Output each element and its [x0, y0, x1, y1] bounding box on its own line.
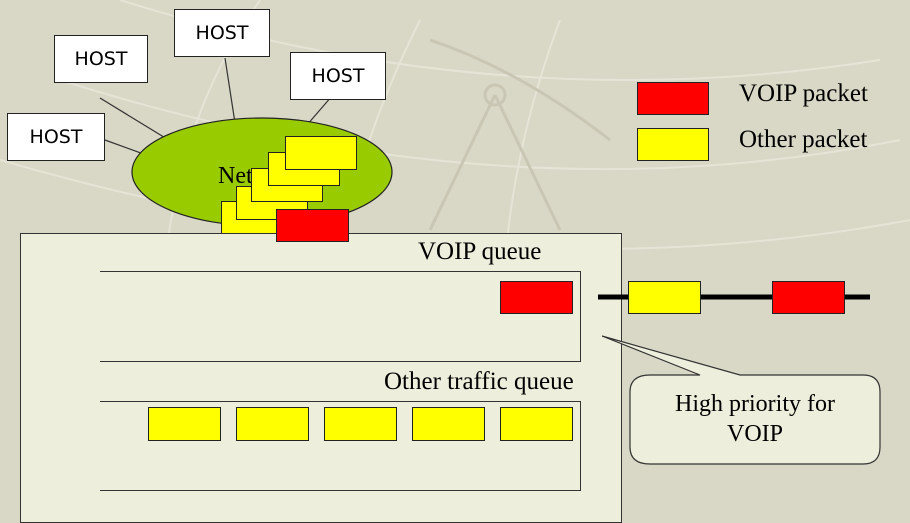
legend-voip-label: VOIP packet	[739, 80, 868, 107]
other-queue-packet	[236, 407, 309, 441]
stacked-other-packet	[285, 136, 357, 170]
legend-voip-swatch	[637, 82, 709, 115]
legend-other-label: Other packet	[739, 126, 868, 153]
other-queue-packet	[412, 407, 485, 441]
callout-line-2: VOIP	[726, 421, 783, 447]
other-traffic-queue	[100, 401, 581, 491]
other-queue-packet	[324, 407, 397, 441]
host-box: HOST	[7, 113, 105, 161]
host-box: HOST	[290, 52, 386, 100]
callout-text: High priority for VOIP	[630, 374, 880, 464]
host-box: HOST	[54, 35, 148, 83]
callout-line-1: High priority for	[675, 391, 835, 417]
host-box: HOST	[174, 9, 270, 57]
legend-other-swatch	[637, 128, 709, 161]
output-other-packet	[628, 281, 701, 314]
voip-queue-label: VOIP queue	[418, 238, 542, 265]
voip-queue	[100, 271, 581, 362]
output-voip-packet	[772, 281, 845, 314]
host-link-2	[224, 57, 236, 124]
other-queue-label: Other traffic queue	[384, 368, 574, 395]
other-queue-packet	[148, 407, 221, 441]
incoming-voip-packet	[276, 209, 349, 242]
other-queue-packet	[500, 407, 573, 441]
callout-bubble	[601, 335, 881, 465]
voip-queue-packet	[500, 281, 573, 314]
